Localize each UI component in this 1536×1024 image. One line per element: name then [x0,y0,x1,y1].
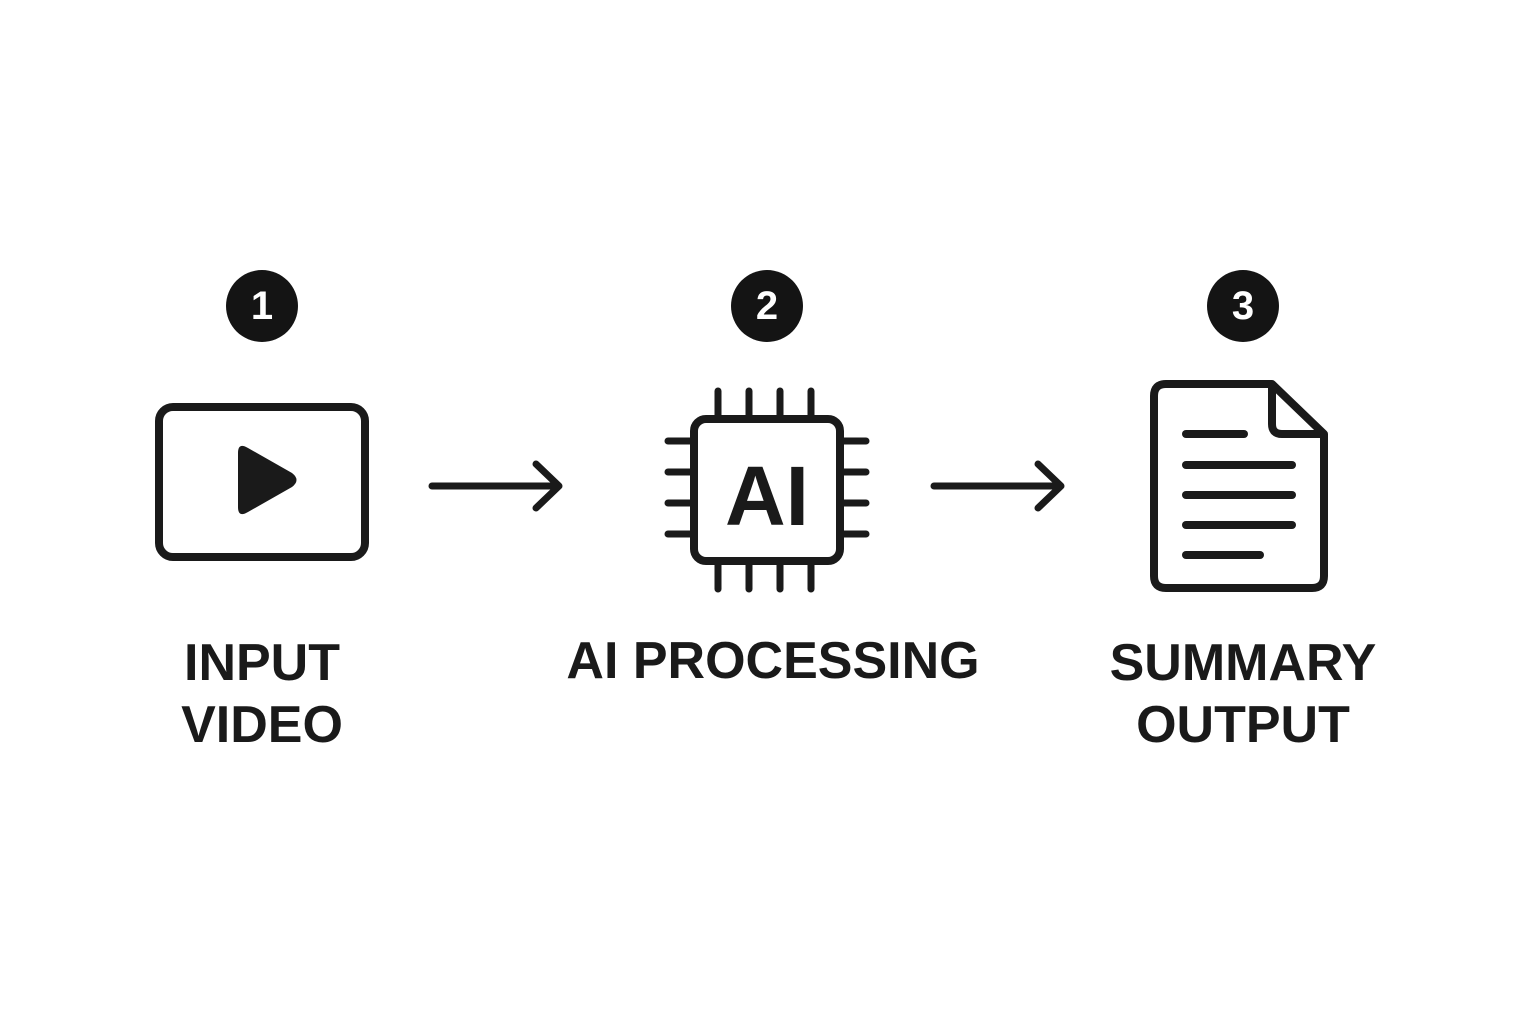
step-label-line: INPUT [184,634,340,692]
ai-chip-label: AI [725,449,809,543]
step-label: SUMMARY OUTPUT [1078,632,1408,756]
step-label-line: VIDEO [181,696,343,754]
arrow-right-icon [930,460,1065,512]
step-label: INPUT VIDEO [112,632,412,756]
step-label: AI PROCESSING [548,630,998,692]
video-play-icon [155,403,369,561]
step-number-badge: 3 [1207,270,1279,342]
step-label-line: SUMMARY [1109,634,1377,692]
step-label-line: OUTPUT [1136,696,1350,754]
arrow-right-icon [428,460,563,512]
step-number-badge: 1 [226,270,298,342]
ai-chip-icon: AI [664,387,870,593]
document-icon [1150,380,1328,592]
step-label-line: AI PROCESSING [566,632,980,690]
step-number-badge: 2 [731,270,803,342]
